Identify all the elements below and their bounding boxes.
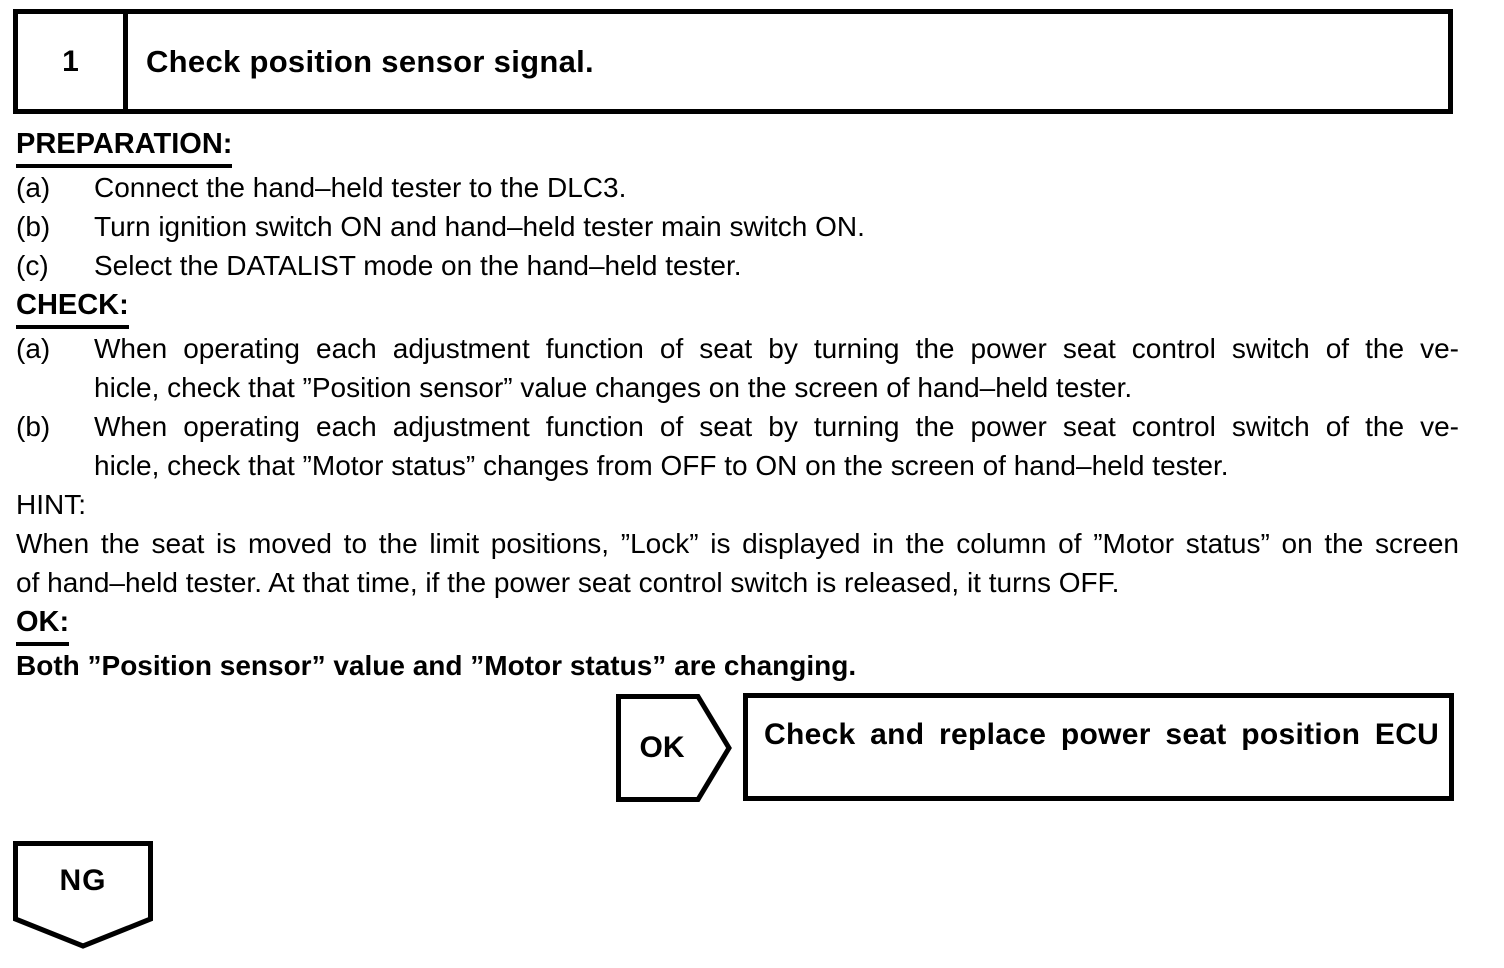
preparation-heading-line: PREPARATION:	[16, 124, 1459, 168]
item-line: hicle, check that ”Position sensor” valu…	[94, 372, 1133, 403]
ok-action-box: Check and replace power seat position EC…	[743, 693, 1454, 801]
preparation-item-b: (b) Turn ignition switch ON and hand–hel…	[16, 207, 1459, 246]
ok-connector-label: OK	[639, 731, 685, 764]
item-label: (a)	[16, 333, 51, 364]
item-label: (c)	[16, 250, 49, 281]
ng-connector: NG	[13, 841, 153, 949]
check-item-a: (a) When operating each adjustment funct…	[16, 329, 1459, 407]
hint-heading: HINT:	[16, 489, 86, 520]
ok-statement: Both ”Position sensor” value and ”Motor …	[16, 650, 857, 681]
ng-connector-label: NG	[59, 864, 107, 897]
ok-heading: OK:	[16, 603, 70, 646]
item-label: (b)	[16, 411, 51, 442]
ng-arrow-shape	[13, 841, 153, 949]
check-heading-line: CHECK:	[16, 285, 1459, 329]
item-line: Connect the hand–held tester to the DLC3…	[94, 172, 627, 203]
preparation-item-c: (c) Select the DATALIST mode on the hand…	[16, 246, 1459, 285]
item-label: (a)	[16, 172, 51, 203]
hint-line: When the seat is moved to the limit posi…	[16, 528, 1459, 559]
item-text: Turn ignition switch ON and hand–held te…	[94, 207, 1459, 246]
ok-connector: OK	[616, 694, 732, 802]
step-number: 1	[18, 14, 128, 109]
instructions: PREPARATION: (a) Connect the hand–held t…	[16, 124, 1459, 685]
ok-arrow-shape	[616, 694, 732, 802]
item-text: When operating each adjustment function …	[94, 407, 1459, 485]
check-item-b: (b) When operating each adjustment funct…	[16, 407, 1459, 485]
ok-heading-line: OK:	[16, 602, 1459, 646]
item-line: Turn ignition switch ON and hand–held te…	[94, 211, 865, 242]
step-header-box: 1 Check position sensor signal.	[13, 9, 1453, 114]
item-text: When operating each adjustment function …	[94, 329, 1459, 407]
ok-action-text: Check and replace power seat position EC…	[764, 718, 1440, 751]
preparation-item-a: (a) Connect the hand–held tester to the …	[16, 168, 1459, 207]
item-text: Select the DATALIST mode on the hand–hel…	[94, 246, 1459, 285]
item-label: (b)	[16, 211, 51, 242]
item-line: Select the DATALIST mode on the hand–hel…	[94, 250, 742, 281]
preparation-heading: PREPARATION:	[16, 125, 233, 168]
step-title: Check position sensor signal.	[146, 43, 594, 79]
item-text: Connect the hand–held tester to the DLC3…	[94, 168, 1459, 207]
item-line: hicle, check that ”Motor status” changes…	[94, 450, 1229, 481]
check-heading: CHECK:	[16, 286, 129, 329]
item-line: When operating each adjustment function …	[94, 411, 1459, 442]
item-line: When operating each adjustment function …	[94, 333, 1459, 364]
hint-line: of hand–held tester. At that time, if th…	[16, 567, 1120, 598]
